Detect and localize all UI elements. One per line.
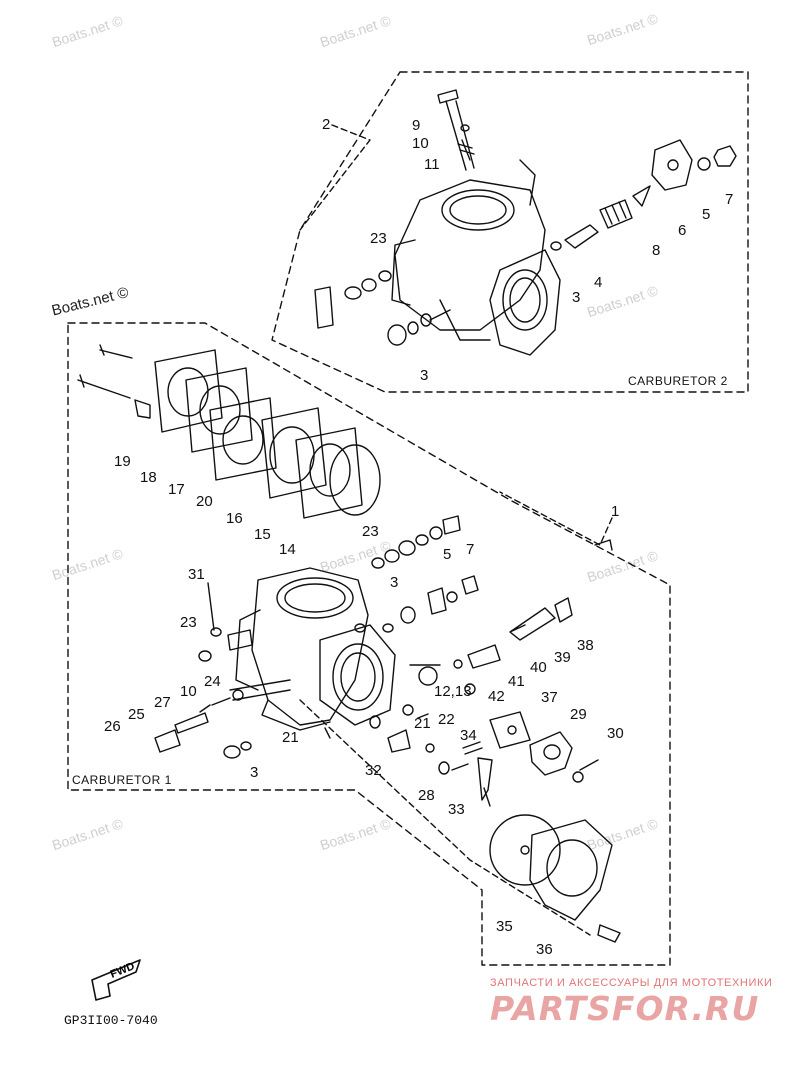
callout-4: 4: [594, 274, 603, 291]
callout-16: 16: [226, 510, 243, 527]
callout-6: 6: [678, 222, 687, 239]
callout-12-13: 12,13: [434, 683, 472, 700]
callout-7: 7: [725, 191, 734, 208]
callout-25: 25: [128, 706, 145, 723]
callout-10: 10: [412, 135, 429, 152]
callout-7: 7: [466, 541, 475, 558]
callout-21: 21: [414, 715, 431, 732]
carburetor-1-body: [235, 567, 396, 731]
carburetor-1-label: CARBURETOR 1: [72, 773, 172, 787]
callout-28: 28: [418, 787, 435, 804]
callout-17: 17: [168, 481, 185, 498]
carburetor-2-label: CARBURETOR 2: [628, 374, 728, 388]
callout-5: 5: [443, 546, 452, 563]
callout-8: 8: [652, 242, 661, 259]
carburetor-1-frame: [67, 322, 671, 966]
callout-19: 19: [114, 453, 131, 470]
callout-23: 23: [180, 614, 197, 631]
callout-29: 29: [570, 706, 587, 723]
callout-10: 10: [180, 683, 197, 700]
banner-logo: PARTSFOR.RU: [490, 989, 760, 1028]
callout-18: 18: [140, 469, 157, 486]
callout-3: 3: [390, 574, 399, 591]
callout-3: 3: [572, 289, 581, 306]
callout-11: 11: [424, 156, 440, 173]
callout-26: 26: [104, 718, 121, 735]
callout-31: 31: [188, 566, 205, 583]
callout-23: 23: [370, 230, 387, 247]
carburetor-2-body: [391, 159, 561, 356]
callout-21: 21: [282, 729, 299, 746]
callout-1: 1: [611, 503, 620, 520]
callout-2: 2: [322, 116, 331, 133]
banner-caption: ЗАПЧАСТИ И АКСЕССУАРЫ ДЛЯ МОТОТЕХНИКИ: [490, 977, 773, 989]
callout-9: 9: [412, 117, 421, 134]
diaphragm-cover: [529, 819, 613, 921]
callout-23: 23: [362, 523, 379, 540]
drawing-code: GP3II00-7040: [64, 1013, 158, 1028]
callout-37: 37: [541, 689, 558, 706]
callout-32: 32: [365, 762, 382, 779]
callout-36: 36: [536, 941, 553, 958]
gasket-stack: [77, 344, 381, 519]
callout-20: 20: [196, 493, 213, 510]
fwd-arrow: [91, 959, 141, 1001]
callout-14: 14: [279, 541, 296, 558]
callout-34: 34: [460, 727, 477, 744]
callout-3: 3: [250, 764, 259, 781]
callout-42: 42: [488, 688, 505, 705]
carburetor-2-frame: [271, 71, 749, 393]
callout-38: 38: [577, 637, 594, 654]
callout-41: 41: [508, 673, 525, 690]
callout-39: 39: [554, 649, 571, 666]
callout-3: 3: [420, 367, 429, 384]
callout-40: 40: [530, 659, 547, 676]
callout-5: 5: [702, 206, 711, 223]
callout-22: 22: [438, 711, 455, 728]
callout-30: 30: [607, 725, 624, 742]
callout-35: 35: [496, 918, 513, 935]
callout-27: 27: [154, 694, 171, 711]
diaphragm: [489, 814, 561, 886]
callout-15: 15: [254, 526, 271, 543]
callout-24: 24: [204, 673, 221, 690]
callout-33: 33: [448, 801, 465, 818]
